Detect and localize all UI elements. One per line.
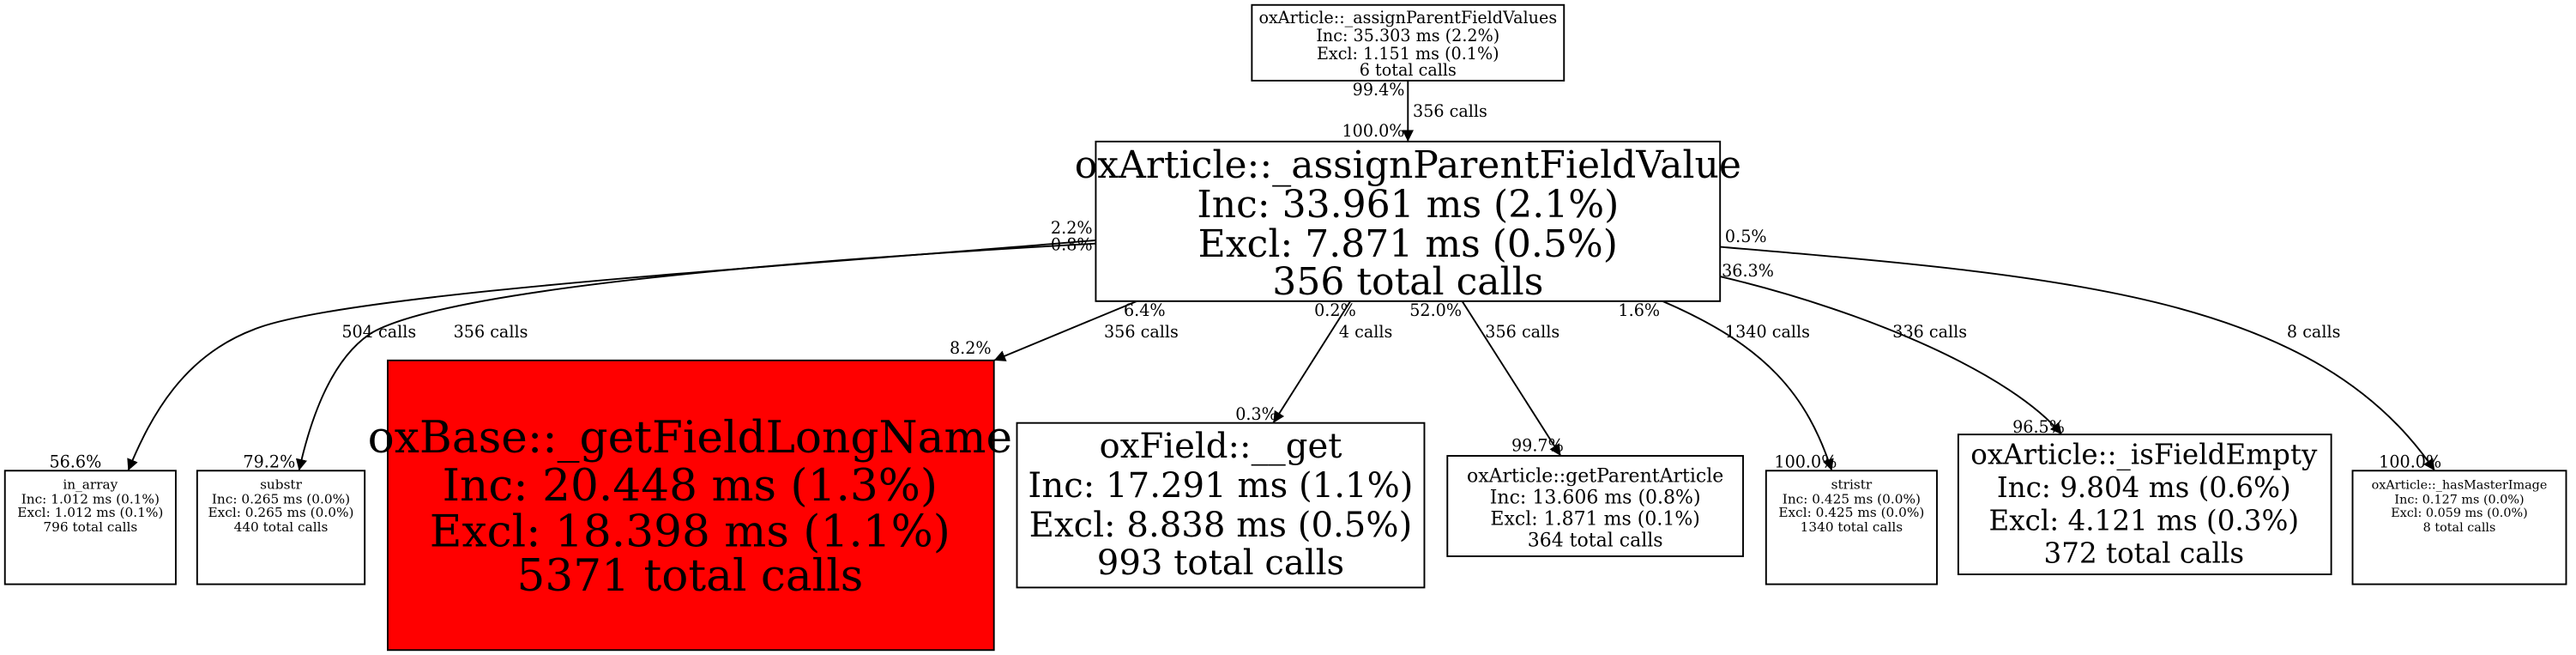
node-excl: Excl: 1.151 ms (0.1%) bbox=[1317, 44, 1499, 64]
edge-head-pct: 96.5% bbox=[2012, 417, 2065, 437]
node-inc: Inc: 20.448 ms (1.3%) bbox=[443, 460, 938, 512]
node-inc: Inc: 33.961 ms (2.1%) bbox=[1197, 183, 1619, 227]
node-calls: 372 total calls bbox=[2044, 537, 2245, 570]
edge-head-pct: 8.2% bbox=[950, 338, 992, 358]
edge-parent-to-main[interactable]: 99.4% 356 calls 100.0% bbox=[1342, 80, 1487, 142]
edge-main-to-hasMasterImage[interactable]: 0.5% 8 calls 100.0% bbox=[1720, 227, 2441, 472]
node-name: oxArticle::_isFieldEmpty bbox=[1970, 439, 2318, 471]
node-excl: Excl: 18.398 ms (1.1%) bbox=[430, 506, 950, 557]
edge-head-pct: 100.0% bbox=[1342, 121, 1404, 141]
node-excl: Excl: 1.871 ms (0.1%) bbox=[1490, 509, 1699, 531]
edge-calls: 356 calls bbox=[1485, 322, 1559, 342]
node-inc: Inc: 9.804 ms (0.6%) bbox=[1997, 471, 2291, 504]
node-in-array[interactable]: in_array Inc: 1.012 ms (0.1%) Excl: 1.01… bbox=[3, 470, 177, 585]
node-excl: Excl: 7.871 ms (0.5%) bbox=[1198, 222, 1618, 266]
node-inc: Inc: 0.425 ms (0.0%) bbox=[1783, 492, 1921, 507]
edge-tail-pct: 1.6% bbox=[1618, 300, 1660, 320]
node-inc: Inc: 35.303 ms (2.2%) bbox=[1316, 26, 1499, 45]
node-getFieldLongName[interactable]: oxBase::_getFieldLongName Inc: 20.448 ms… bbox=[368, 359, 1012, 652]
edge-calls: 336 calls bbox=[1892, 322, 1967, 342]
node-calls: 440 total calls bbox=[234, 519, 329, 535]
node-name: oxArticle::_assignParentFieldValue bbox=[1075, 143, 1741, 187]
node-excl: Excl: 1.012 ms (0.1%) bbox=[17, 505, 163, 520]
node-inc: Inc: 17.291 ms (1.1%) bbox=[1028, 466, 1413, 506]
node-excl: Excl: 0.059 ms (0.0%) bbox=[2391, 506, 2527, 520]
node-excl: Excl: 4.121 ms (0.3%) bbox=[1989, 504, 2300, 537]
node-calls: 796 total calls bbox=[43, 519, 137, 535]
node-name: in_array bbox=[63, 476, 118, 492]
node-name: stristr bbox=[1831, 476, 1873, 492]
edge-calls: 356 calls bbox=[454, 322, 528, 342]
node-calls: 356 total calls bbox=[1272, 260, 1543, 304]
node-calls: 364 total calls bbox=[1528, 530, 1663, 551]
edge-tail-pct: 6.4% bbox=[1124, 300, 1166, 320]
edge-calls: 8 calls bbox=[2287, 322, 2340, 342]
node-assignParentFieldValues[interactable]: oxArticle::_assignParentFieldValues Inc:… bbox=[1251, 3, 1566, 82]
edge-calls: 4 calls bbox=[1339, 322, 1392, 342]
edge-main-to-getFieldLongName[interactable]: 6.4% 356 calls 8.2% bbox=[950, 300, 1179, 361]
edge-head-pct: 99.7% bbox=[1511, 435, 1564, 455]
edge-tail-pct: 36.3% bbox=[1722, 261, 1774, 281]
node-name: oxArticle::_assignParentFieldValues bbox=[1258, 8, 1557, 27]
node-assignParentFieldValue[interactable]: oxArticle::_assignParentFieldValue Inc: … bbox=[1075, 140, 1741, 304]
edge-head-pct: 100.0% bbox=[1774, 452, 1837, 471]
node-oxField-get[interactable]: oxField::__get Inc: 17.291 ms (1.1%) Exc… bbox=[1016, 422, 1426, 589]
node-name: oxArticle::_hasMasterImage bbox=[2372, 478, 2548, 492]
edge-head-pct: 0.3% bbox=[1235, 404, 1277, 424]
node-calls: 993 total calls bbox=[1097, 543, 1344, 583]
edge-main-to-isFieldEmpty[interactable]: 36.3% 336 calls 96.5% bbox=[1719, 261, 2065, 437]
node-name: oxField::__get bbox=[1099, 427, 1342, 466]
edge-calls: 356 calls bbox=[1413, 101, 1487, 121]
edge-tail-pct: 52.0% bbox=[1409, 300, 1462, 320]
edge-tail-pct: 99.4% bbox=[1353, 80, 1405, 100]
node-calls: 6 total calls bbox=[1360, 60, 1457, 80]
node-stristr[interactable]: stristr Inc: 0.425 ms (0.0%) Excl: 0.425… bbox=[1765, 470, 1938, 585]
edge-calls: 504 calls bbox=[341, 322, 416, 342]
node-getParentArticle[interactable]: oxArticle::getParentArticle Inc: 13.606 … bbox=[1446, 455, 1744, 557]
edge-main-to-get[interactable]: 0.2% 4 calls 0.3% bbox=[1235, 300, 1392, 424]
node-calls: 5371 total calls bbox=[516, 550, 863, 602]
edge-main-to-getParentArticle[interactable]: 52.0% 356 calls 99.7% bbox=[1409, 300, 1564, 457]
edge-calls: 356 calls bbox=[1104, 322, 1179, 342]
edge-head-pct: 79.2% bbox=[243, 452, 295, 471]
node-excl: Excl: 0.425 ms (0.0%) bbox=[1778, 505, 1924, 520]
node-excl: Excl: 8.838 ms (0.5%) bbox=[1029, 506, 1413, 545]
edge-tail-pct: 0.8% bbox=[1051, 234, 1093, 254]
edge-head-pct: 100.0% bbox=[2379, 452, 2441, 471]
edge-tail-pct: 0.2% bbox=[1314, 300, 1356, 320]
node-inc: Inc: 0.127 ms (0.0%) bbox=[2394, 494, 2524, 507]
edge-calls: 1340 calls bbox=[1725, 322, 1810, 342]
node-excl: Excl: 0.265 ms (0.0%) bbox=[208, 505, 353, 520]
node-name: substr bbox=[260, 476, 303, 492]
edge-main-to-stristr[interactable]: 1.6% 1340 calls 100.0% bbox=[1618, 300, 1837, 471]
hotspot-fill bbox=[387, 359, 995, 652]
node-isFieldEmpty[interactable]: oxArticle::_isFieldEmpty Inc: 9.804 ms (… bbox=[1957, 434, 2332, 576]
edge-tail-pct: 0.5% bbox=[1725, 227, 1767, 246]
node-substr[interactable]: substr Inc: 0.265 ms (0.0%) Excl: 0.265 … bbox=[196, 470, 366, 585]
node-name: oxArticle::getParentArticle bbox=[1467, 466, 1723, 488]
node-inc: Inc: 0.265 ms (0.0%) bbox=[212, 492, 350, 507]
node-name: oxBase::_getFieldLongName bbox=[368, 412, 1012, 464]
node-calls: 1340 total calls bbox=[1801, 519, 1903, 535]
edge-head-pct: 56.6% bbox=[49, 452, 101, 471]
node-inc: Inc: 1.012 ms (0.1%) bbox=[21, 492, 160, 507]
node-hasMasterImage[interactable]: oxArticle::_hasMasterImage Inc: 0.127 ms… bbox=[2351, 470, 2567, 585]
node-inc: Inc: 13.606 ms (0.8%) bbox=[1490, 488, 1701, 509]
edge-tail-pct: 2.2% bbox=[1051, 218, 1093, 238]
edge-main-to-substr[interactable]: 0.8% 356 calls 79.2% bbox=[243, 234, 1096, 471]
node-calls: 8 total calls bbox=[2423, 521, 2496, 535]
